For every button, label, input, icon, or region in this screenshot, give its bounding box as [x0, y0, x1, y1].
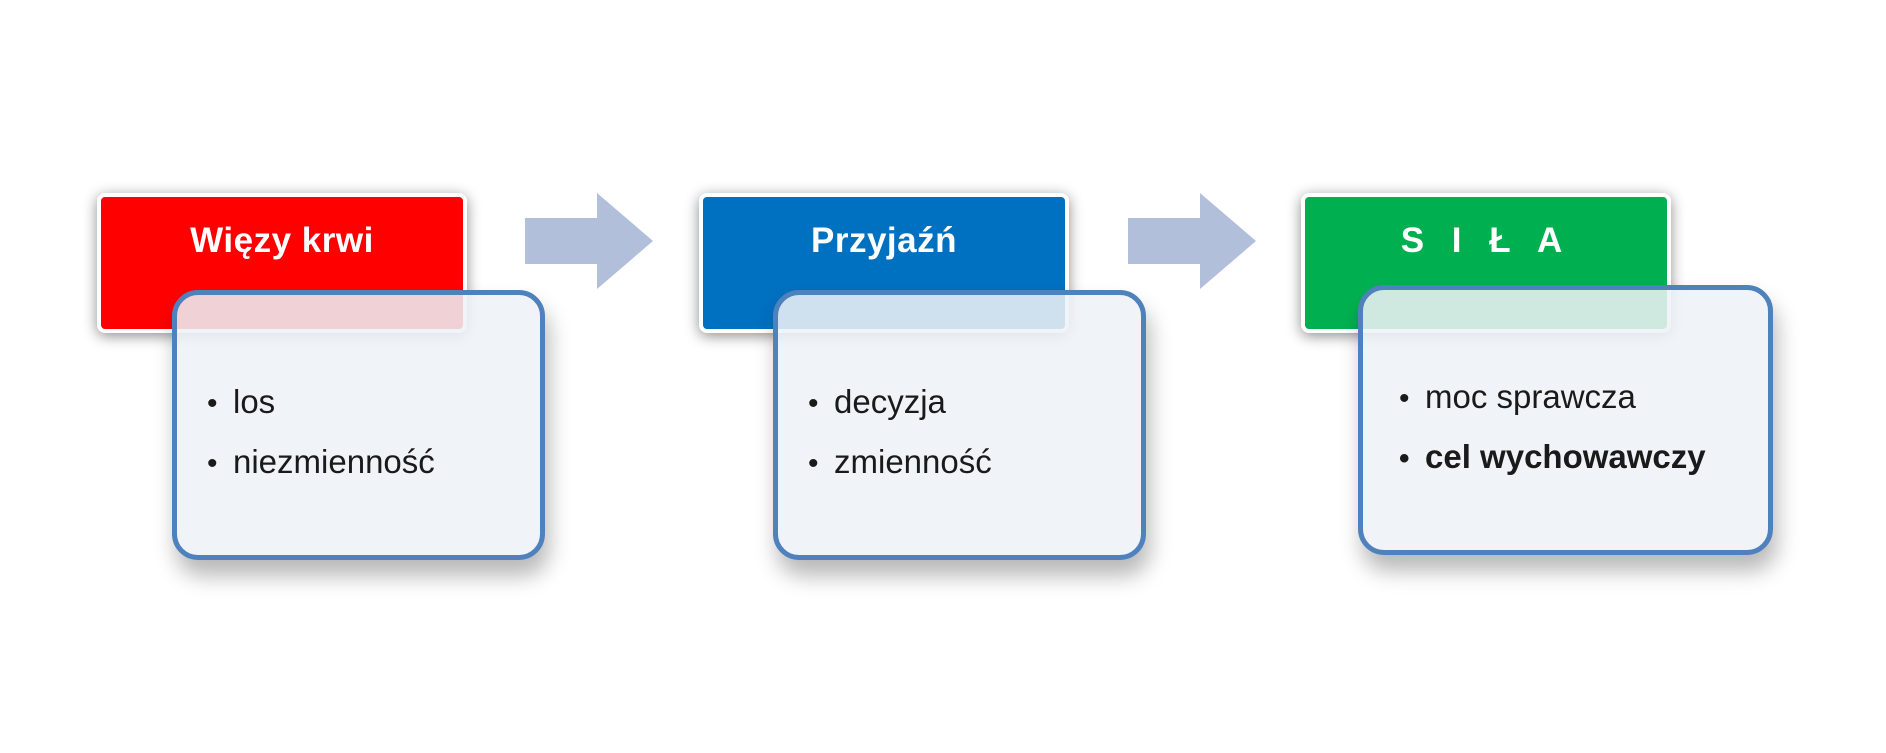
- list-item: •zmienność: [808, 433, 992, 493]
- stage-1-body: •los •niezmienność: [172, 290, 545, 560]
- stage-1-title: Więzy krwi: [190, 221, 374, 260]
- right-arrow-icon: [1128, 193, 1256, 289]
- list-item: •niezmienność: [207, 433, 435, 493]
- bullet-icon: •: [808, 447, 819, 480]
- bullet-icon: •: [808, 387, 819, 420]
- bullet-icon: •: [207, 447, 218, 480]
- bullet-icon: •: [1399, 442, 1410, 475]
- stage-2-body: •decyzja •zmienność: [773, 290, 1146, 560]
- list-item: •moc sprawcza: [1399, 368, 1706, 428]
- list-item: •los: [207, 373, 435, 433]
- stage-3-list: •moc sprawcza •cel wychowawczy: [1399, 368, 1706, 488]
- bullet-icon: •: [207, 387, 218, 420]
- stage-1-list: •los •niezmienność: [207, 373, 435, 493]
- list-item: •cel wychowawczy: [1399, 428, 1706, 488]
- stage-2-title: Przyjaźń: [811, 221, 957, 260]
- bullet-icon: •: [1399, 382, 1410, 415]
- stage-3-title: S I Ł A: [1400, 221, 1572, 260]
- list-item: •decyzja: [808, 373, 992, 433]
- stage-3-body: •moc sprawcza •cel wychowawczy: [1358, 285, 1773, 555]
- stage-2-list: •decyzja •zmienność: [808, 373, 992, 493]
- right-arrow-icon: [525, 193, 653, 289]
